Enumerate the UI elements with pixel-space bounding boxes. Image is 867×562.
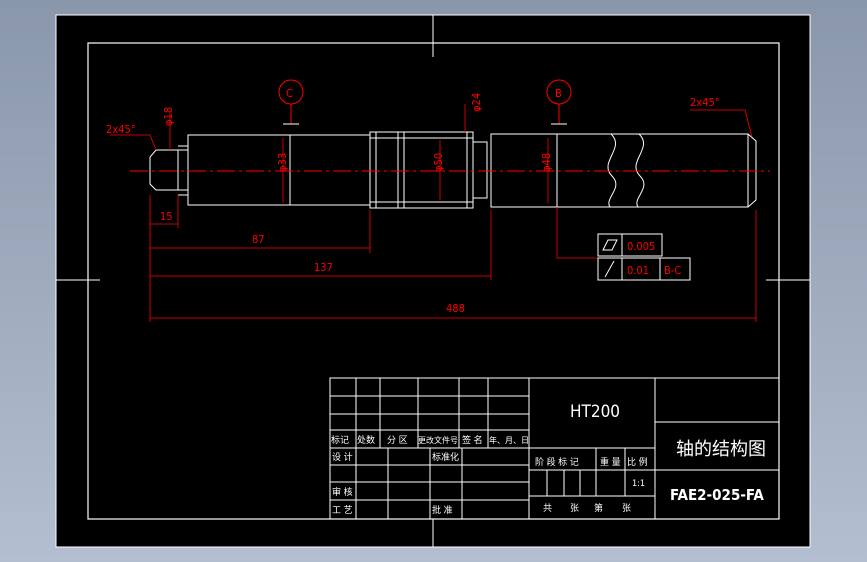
tol-runout-datum: B-C [664,264,681,277]
rev-header-date: 年、月、日 [489,435,529,445]
dia-24-label: φ24 [470,93,483,112]
section-c-label: C [286,87,293,100]
chamfer-right-label: 2x45° [690,96,720,109]
dia-18-label: φ18 [162,107,175,126]
row-approve-label: 批 准 [432,504,453,516]
dimension-lines [110,104,757,322]
part-name-title: 轴的结构图 [676,439,766,460]
rev-header-zone: 分 区 [387,435,408,446]
rev-header-sign: 签 名 [462,434,483,446]
scale-value: 1:1 [632,479,645,489]
rev-header-doc: 更改文件号 [418,435,458,445]
tol-flatness-value: 0.005 [627,240,655,253]
len-87-label: 87 [252,233,265,246]
dia-33-label: φ33 [276,153,289,172]
tolerance-frames [597,233,691,281]
sheets-zhang2-label: 张 [622,503,631,514]
section-markers [278,79,572,124]
dia-48-label: φ48 [540,153,553,172]
row-review-label: 审 核 [332,486,353,498]
drawing-number: FAE2-025-FA [670,486,764,504]
row-process-label: 工 艺 [332,505,353,516]
rev-header-mark: 标记 [331,434,349,446]
sheets-total-label: 共 [543,503,552,514]
material-label: HT200 [570,402,620,422]
section-b-label: B [555,87,562,100]
row-standard-label: 标准化 [432,451,459,463]
sheets-di-label: 第 [594,502,603,514]
chamfer-left-label: 2x45° [106,123,136,136]
rev-header-count: 处数 [357,434,375,446]
weight-label: 重 量 [600,456,621,468]
shaft-outline [149,131,757,209]
stage-label: 阶 段 标 记 [535,456,579,468]
dia-50-label: φ50 [432,153,445,172]
drawing-sheet [55,14,811,548]
sheets-zhang1-label: 张 [570,503,579,514]
len-488-label: 488 [446,302,465,315]
title-block [329,377,780,520]
row-design-label: 设 计 [332,451,353,463]
scale-label: 比 例 [627,456,648,468]
tol-runout-value: 0.01 [627,264,649,277]
len-15-label: 15 [160,210,173,223]
frame-center-marks [56,15,810,547]
len-137-label: 137 [314,261,333,274]
